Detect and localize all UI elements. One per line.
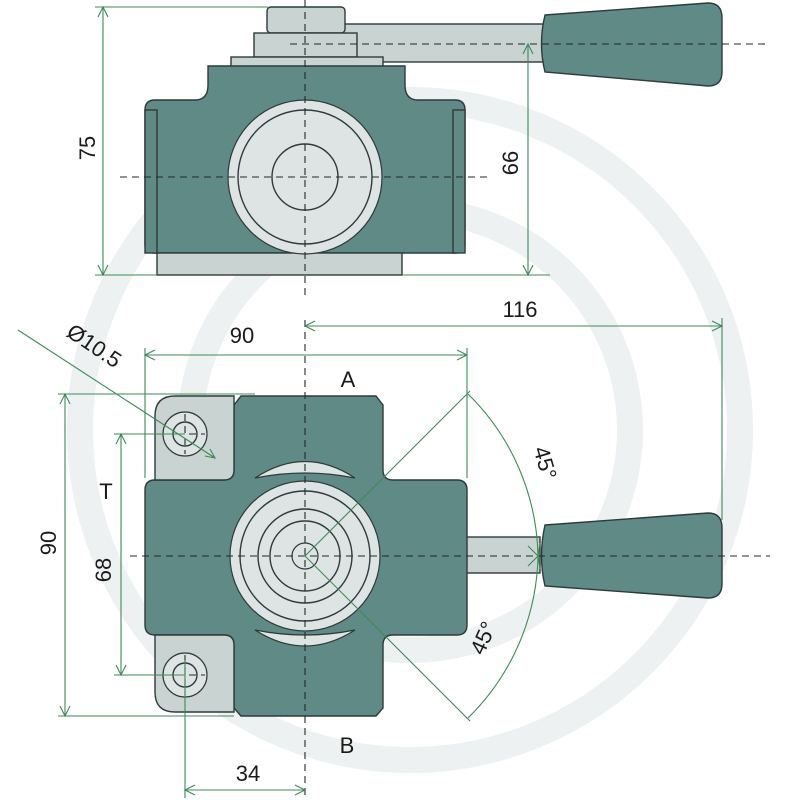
dim-rotation-upper: 45°: [529, 443, 562, 482]
side-stem-cap: [266, 6, 346, 34]
dim-overall-height: 75: [75, 136, 100, 160]
side-port-left: [144, 109, 158, 254]
dim-body-height: 90: [36, 531, 61, 555]
dim-lever-reach: 116: [502, 297, 537, 322]
side-view: [120, 0, 770, 295]
plan-lever-grip: [540, 512, 723, 599]
port-label-b: B: [340, 733, 355, 758]
dim-hole-spacing: 68: [91, 558, 116, 582]
side-port-right: [452, 109, 466, 254]
dim-body-width: 90: [230, 323, 254, 348]
port-label-t: T: [99, 479, 112, 504]
side-dimensions: 75 66: [75, 5, 550, 277]
plan-view: [130, 320, 770, 800]
dim-hole-offset: 34: [236, 761, 260, 786]
side-base-plate: [156, 252, 403, 276]
port-label-a: A: [341, 367, 356, 392]
dim-axis-height: 66: [498, 151, 523, 175]
side-lever-arm: [339, 23, 546, 63]
